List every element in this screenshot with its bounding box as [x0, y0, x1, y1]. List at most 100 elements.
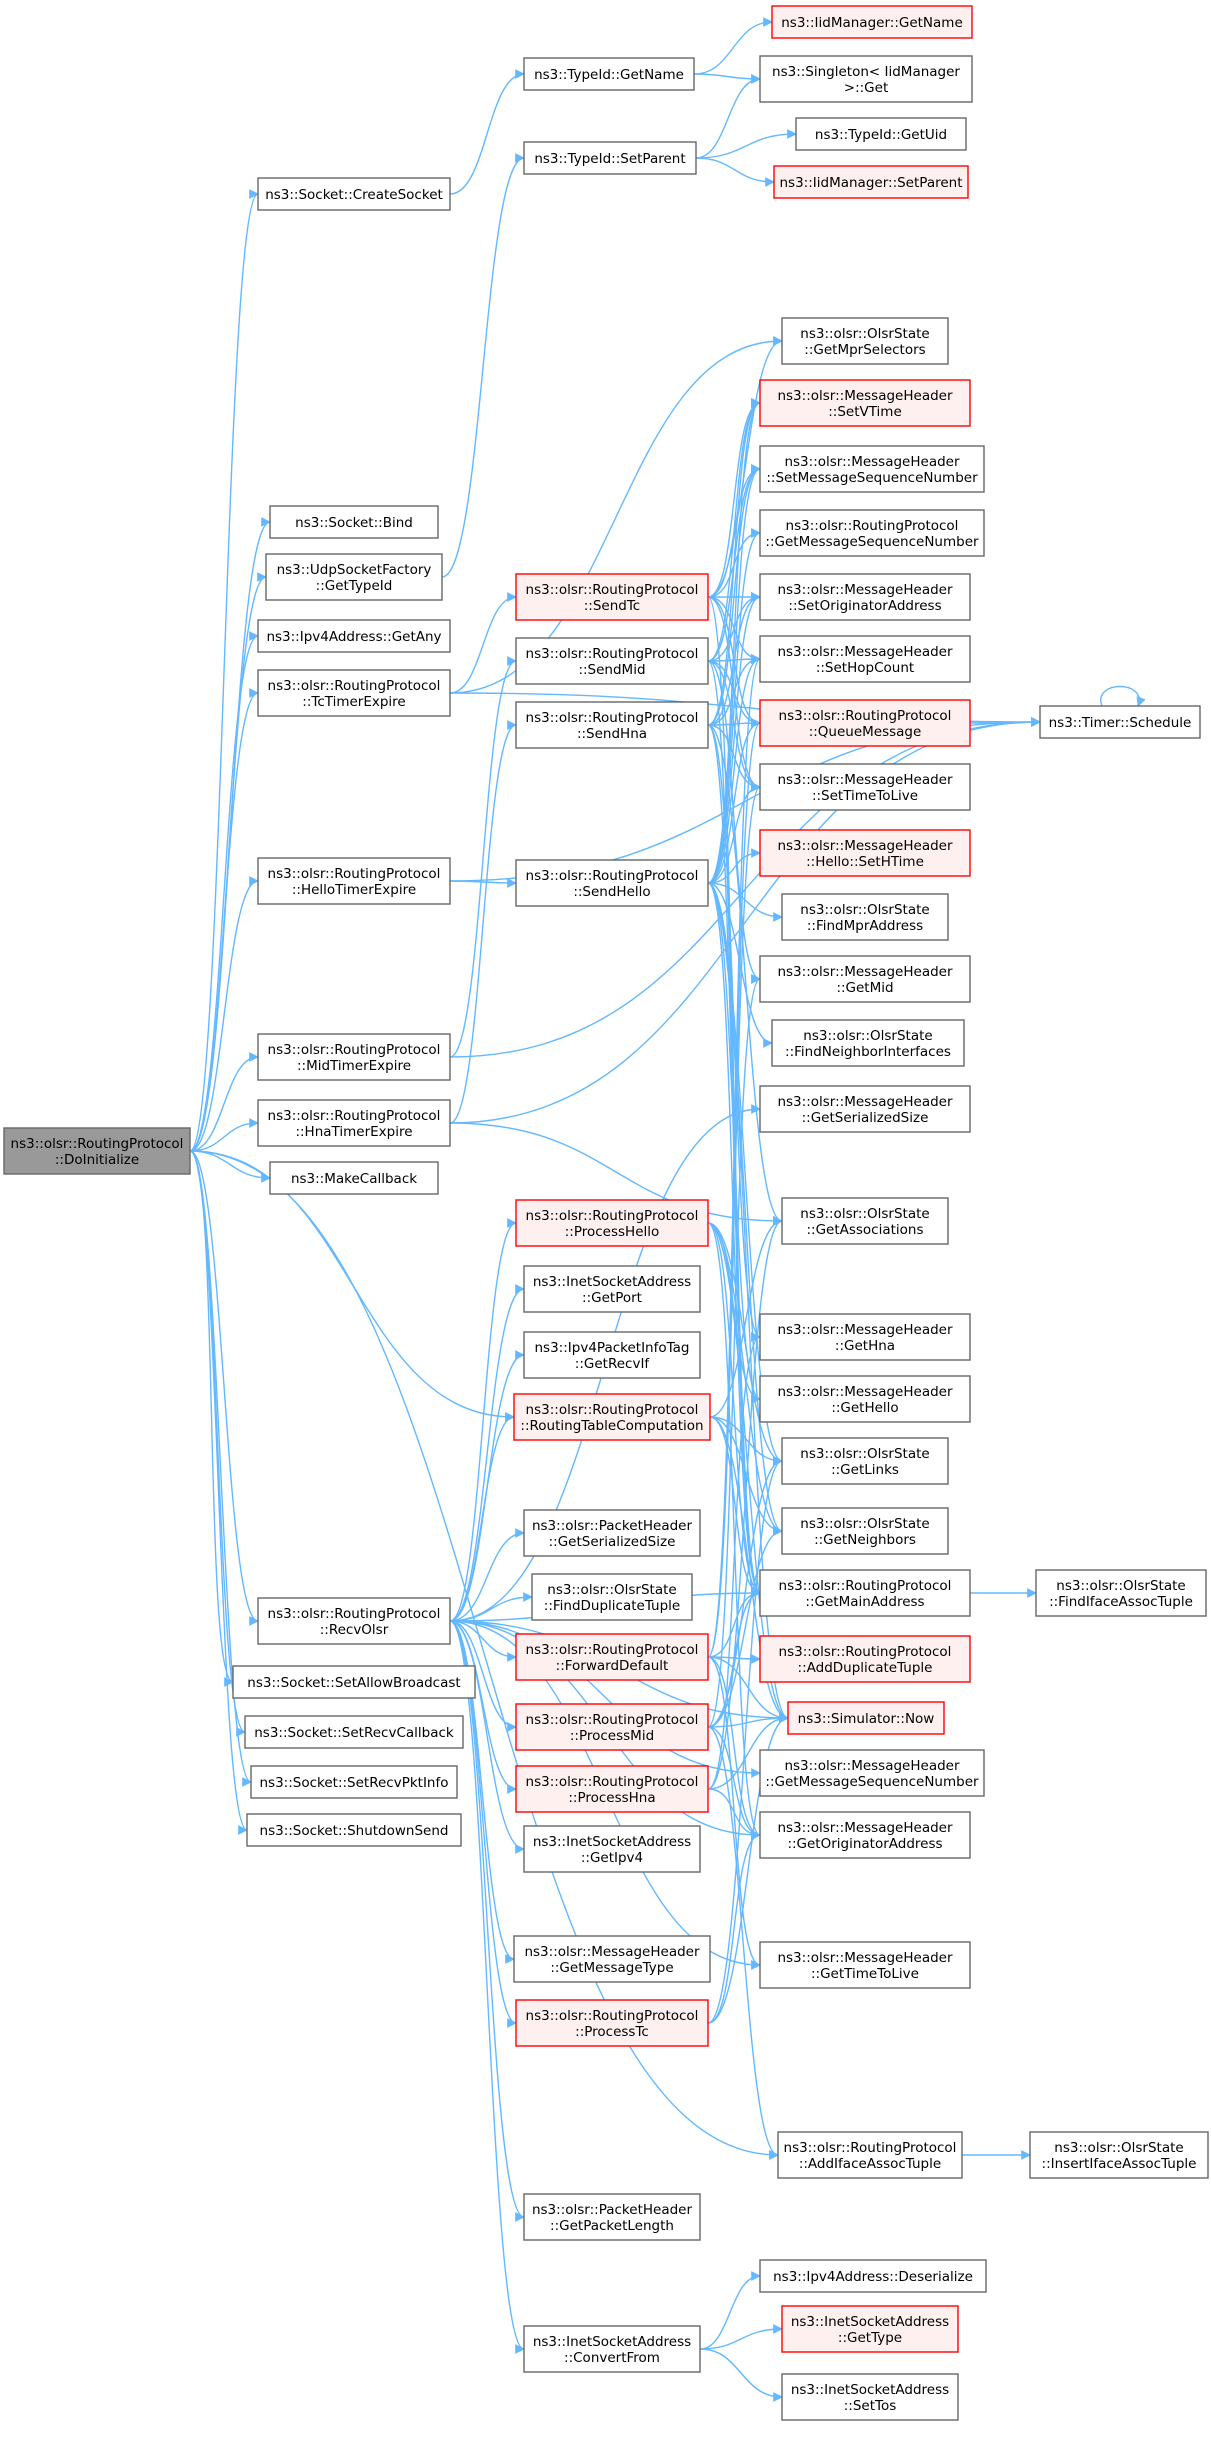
node-set-recv-callback[interactable]: ns3::Socket::SetRecvCallback: [244, 1715, 464, 1749]
node-convert-from[interactable]: ns3::InetSocketAddress::ConvertFrom: [523, 2325, 701, 2373]
node-send-mid[interactable]: ns3::olsr::RoutingProtocol::SendMid: [515, 637, 709, 685]
node-label: ns3::IidManager::SetParent: [780, 175, 963, 191]
node-udp-get-type-id[interactable]: ns3::UdpSocketFactory::GetTypeId: [265, 553, 443, 601]
node-process-hna[interactable]: ns3::olsr::RoutingProtocol::ProcessHna: [515, 1765, 709, 1813]
node-set-hop-count[interactable]: ns3::olsr::MessageHeader::SetHopCount: [759, 635, 971, 683]
node-box: [759, 1313, 971, 1361]
node-type-id-get-uid[interactable]: ns3::TypeId::GetUid: [795, 117, 967, 151]
node-type-id-get-name[interactable]: ns3::TypeId::GetName: [523, 57, 695, 91]
node-get-mid[interactable]: ns3::olsr::MessageHeader::GetMid: [759, 955, 971, 1003]
node-label: ns3::Socket::ShutdownSend: [260, 1823, 449, 1839]
node-get-hello[interactable]: ns3::olsr::MessageHeader::GetHello: [759, 1375, 971, 1423]
node-bind[interactable]: ns3::Socket::Bind: [269, 505, 439, 539]
node-get-message-sequence-number-mh[interactable]: ns3::olsr::MessageHeader::GetMessageSequ…: [759, 1749, 985, 1797]
node-label: ::SendHello: [573, 884, 650, 900]
node-label: ::GetMessageType: [550, 1960, 673, 1976]
node-timer-schedule[interactable]: ns3::Timer::Schedule: [1039, 705, 1201, 739]
node-make-callback[interactable]: ns3::MakeCallback: [269, 1161, 439, 1195]
node-process-tc[interactable]: ns3::olsr::RoutingProtocol::ProcessTc: [515, 1999, 709, 2047]
node-box: [515, 573, 709, 621]
node-set-allow-broadcast[interactable]: ns3::Socket::SetAllowBroadcast: [232, 1665, 476, 1699]
node-find-iface-assoc-tuple[interactable]: ns3::olsr::OlsrState::FindIfaceAssocTupl…: [1035, 1569, 1207, 1617]
node-get-message-type[interactable]: ns3::olsr::MessageHeader::GetMessageType: [513, 1935, 711, 1983]
edge-process-mid-to-get-neighbors: [707, 1526, 783, 1728]
node-label: ::GetHello: [831, 1400, 898, 1416]
node-packet-get-serialized-size[interactable]: ns3::olsr::PacketHeader::GetSerializedSi…: [523, 1509, 701, 1557]
node-get-mpr-selectors[interactable]: ns3::olsr::OlsrState::GetMprSelectors: [781, 317, 949, 365]
node-inet-set-tos[interactable]: ns3::InetSocketAddress::SetTos: [781, 2373, 959, 2421]
node-send-hello[interactable]: ns3::olsr::RoutingProtocol::SendHello: [515, 859, 709, 907]
node-forward-default[interactable]: ns3::olsr::RoutingProtocol::ForwardDefau…: [515, 1633, 709, 1681]
node-hello-set-htime[interactable]: ns3::olsr::MessageHeader::Hello::SetHTim…: [759, 829, 971, 877]
node-box: [523, 2325, 701, 2373]
node-get-message-sequence-number-rp[interactable]: ns3::olsr::RoutingProtocol::GetMessageSe…: [759, 509, 985, 557]
node-get-packet-length[interactable]: ns3::olsr::PacketHeader::GetPacketLength: [523, 2193, 701, 2241]
node-set-time-to-live[interactable]: ns3::olsr::MessageHeader::SetTimeToLive: [759, 763, 971, 811]
node-singleton-get[interactable]: ns3::Singleton< IidManager >::Get: [759, 55, 973, 103]
node-inet-get-port[interactable]: ns3::InetSocketAddress::GetPort: [523, 1265, 701, 1313]
node-create-socket[interactable]: ns3::Socket::CreateSocket: [257, 177, 451, 211]
node-get-associations[interactable]: ns3::olsr::OlsrState::GetAssociations: [781, 1197, 949, 1245]
node-hello-timer-expire[interactable]: ns3::olsr::RoutingProtocol::HelloTimerEx…: [257, 857, 451, 905]
node-process-hello[interactable]: ns3::olsr::RoutingProtocol::ProcessHello: [515, 1199, 709, 1247]
node-tc-timer-expire[interactable]: ns3::olsr::RoutingProtocol::TcTimerExpir…: [257, 669, 451, 717]
node-process-mid[interactable]: ns3::olsr::RoutingProtocol::ProcessMid: [515, 1703, 709, 1751]
node-get-hna[interactable]: ns3::olsr::MessageHeader::GetHna: [759, 1313, 971, 1361]
node-send-tc[interactable]: ns3::olsr::RoutingProtocol::SendTc: [515, 573, 709, 621]
edge-send-hello-to-hello-set-htime: [707, 848, 761, 884]
node-ipv4-deserialize[interactable]: ns3::Ipv4Address::Deserialize: [759, 2259, 987, 2293]
node-label: ::SendTc: [584, 598, 640, 614]
node-find-mpr-address[interactable]: ns3::olsr::OlsrState::FindMprAddress: [781, 893, 949, 941]
node-set-vtime[interactable]: ns3::olsr::MessageHeader::SetVTime: [759, 379, 971, 427]
node-inet-get-type[interactable]: ns3::InetSocketAddress::GetType: [781, 2305, 959, 2353]
node-set-originator-address[interactable]: ns3::olsr::MessageHeader::SetOriginatorA…: [759, 573, 971, 621]
node-ipv4-get-any[interactable]: ns3::Ipv4Address::GetAny: [257, 619, 451, 653]
node-queue-message[interactable]: ns3::olsr::RoutingProtocol::QueueMessage: [759, 699, 971, 747]
node-type-id-set-parent[interactable]: ns3::TypeId::SetParent: [523, 141, 697, 175]
edge-send-hna-to-set-originator-address: [707, 592, 761, 726]
node-iid-get-name[interactable]: ns3::IidManager::GetName: [771, 5, 973, 39]
edge-layer: [189, 17, 1146, 2402]
node-get-neighbors[interactable]: ns3::olsr::OlsrState::GetNeighbors: [781, 1507, 949, 1555]
node-set-recv-pkt-info[interactable]: ns3::Socket::SetRecvPktInfo: [250, 1765, 458, 1799]
edge-type-id-get-name-to-iid-get-name: [693, 17, 773, 75]
node-box: [759, 445, 985, 493]
node-add-iface-assoc-tuple[interactable]: ns3::olsr::RoutingProtocol::AddIfaceAsso…: [777, 2131, 963, 2179]
node-get-links[interactable]: ns3::olsr::OlsrState::GetLinks: [781, 1437, 949, 1485]
node-box: [771, 5, 973, 39]
node-label: ns3::olsr::OlsrState: [800, 1516, 929, 1532]
node-msg-get-serialized-size[interactable]: ns3::olsr::MessageHeader::GetSerializedS…: [759, 1085, 971, 1133]
node-add-duplicate-tuple[interactable]: ns3::olsr::RoutingProtocol::AddDuplicate…: [759, 1635, 971, 1683]
node-label: ns3::olsr::MessageHeader: [784, 454, 960, 470]
node-box: [759, 699, 971, 747]
node-get-time-to-live[interactable]: ns3::olsr::MessageHeader::GetTimeToLive: [759, 1941, 971, 1989]
node-recv-olsr[interactable]: ns3::olsr::RoutingProtocol::RecvOlsr: [257, 1597, 451, 1645]
node-simulator-now[interactable]: ns3::Simulator::Now: [787, 1701, 945, 1735]
node-box: [759, 1749, 985, 1797]
edge-forward-default-to-get-originator-address: [707, 1656, 761, 1840]
node-box: [781, 1197, 949, 1245]
node-get-recv-if[interactable]: ns3::Ipv4PacketInfoTag::GetRecvIf: [523, 1331, 701, 1379]
node-label: ns3::olsr::RoutingProtocol: [526, 868, 699, 884]
edge-process-hello-to-get-originator-address: [707, 1222, 761, 1840]
node-get-main-address[interactable]: ns3::olsr::RoutingProtocol::GetMainAddre…: [759, 1569, 971, 1617]
node-get-originator-address[interactable]: ns3::olsr::MessageHeader::GetOriginatorA…: [759, 1811, 971, 1859]
node-insert-iface-assoc-tuple[interactable]: ns3::olsr::OlsrState::InsertIfaceAssocTu…: [1029, 2131, 1209, 2179]
node-set-message-sequence-number[interactable]: ns3::olsr::MessageHeader::SetMessageSequ…: [759, 445, 985, 493]
node-hna-timer-expire[interactable]: ns3::olsr::RoutingProtocol::HnaTimerExpi…: [257, 1099, 451, 1147]
node-label: ns3::olsr::MessageHeader: [777, 582, 953, 598]
edge-root-to-recv-olsr: [189, 1150, 259, 1626]
node-shutdown-send[interactable]: ns3::Socket::ShutdownSend: [246, 1813, 462, 1847]
node-label: ns3::InetSocketAddress: [791, 2382, 949, 2398]
node-iid-set-parent[interactable]: ns3::IidManager::SetParent: [773, 165, 969, 199]
node-label: ::ProcessTc: [575, 2024, 649, 2040]
node-box: [515, 859, 709, 907]
node-label: ::ProcessMid: [570, 1728, 654, 1744]
node-inet-get-ipv4[interactable]: ns3::InetSocketAddress::GetIpv4: [523, 1825, 701, 1873]
node-root[interactable]: ns3::olsr::RoutingProtocol::DoInitialize: [3, 1127, 191, 1175]
node-mid-timer-expire[interactable]: ns3::olsr::RoutingProtocol::MidTimerExpi…: [257, 1033, 451, 1081]
node-send-hna[interactable]: ns3::olsr::RoutingProtocol::SendHna: [515, 701, 709, 749]
node-find-neighbor-interfaces[interactable]: ns3::olsr::OlsrState::FindNeighborInterf…: [771, 1019, 965, 1067]
node-routing-table-computation[interactable]: ns3::olsr::RoutingProtocol::RoutingTable…: [513, 1393, 711, 1441]
node-find-duplicate-tuple[interactable]: ns3::olsr::OlsrState::FindDuplicateTuple: [531, 1573, 693, 1621]
